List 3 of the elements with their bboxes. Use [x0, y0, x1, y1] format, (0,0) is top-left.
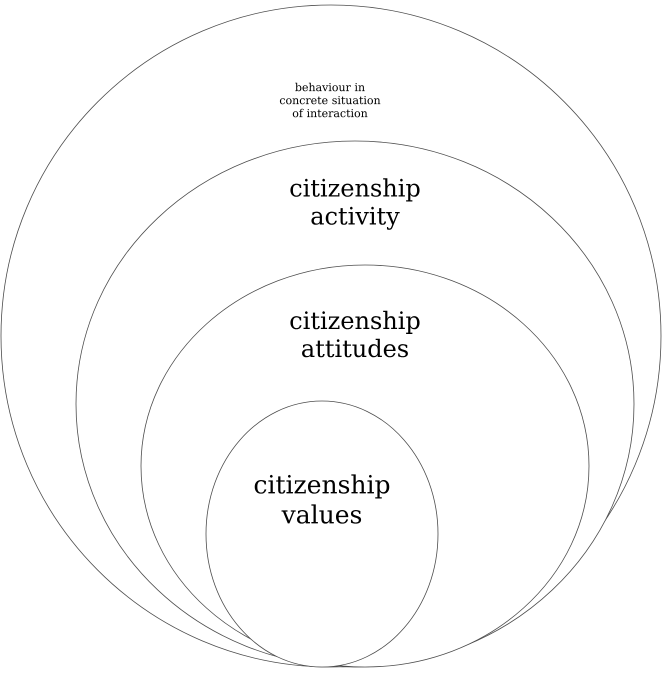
node-label: citizenship values [254, 474, 390, 524]
node-label: citizenship activity [290, 178, 420, 230]
node-label: citizenship attitudes [290, 310, 420, 358]
